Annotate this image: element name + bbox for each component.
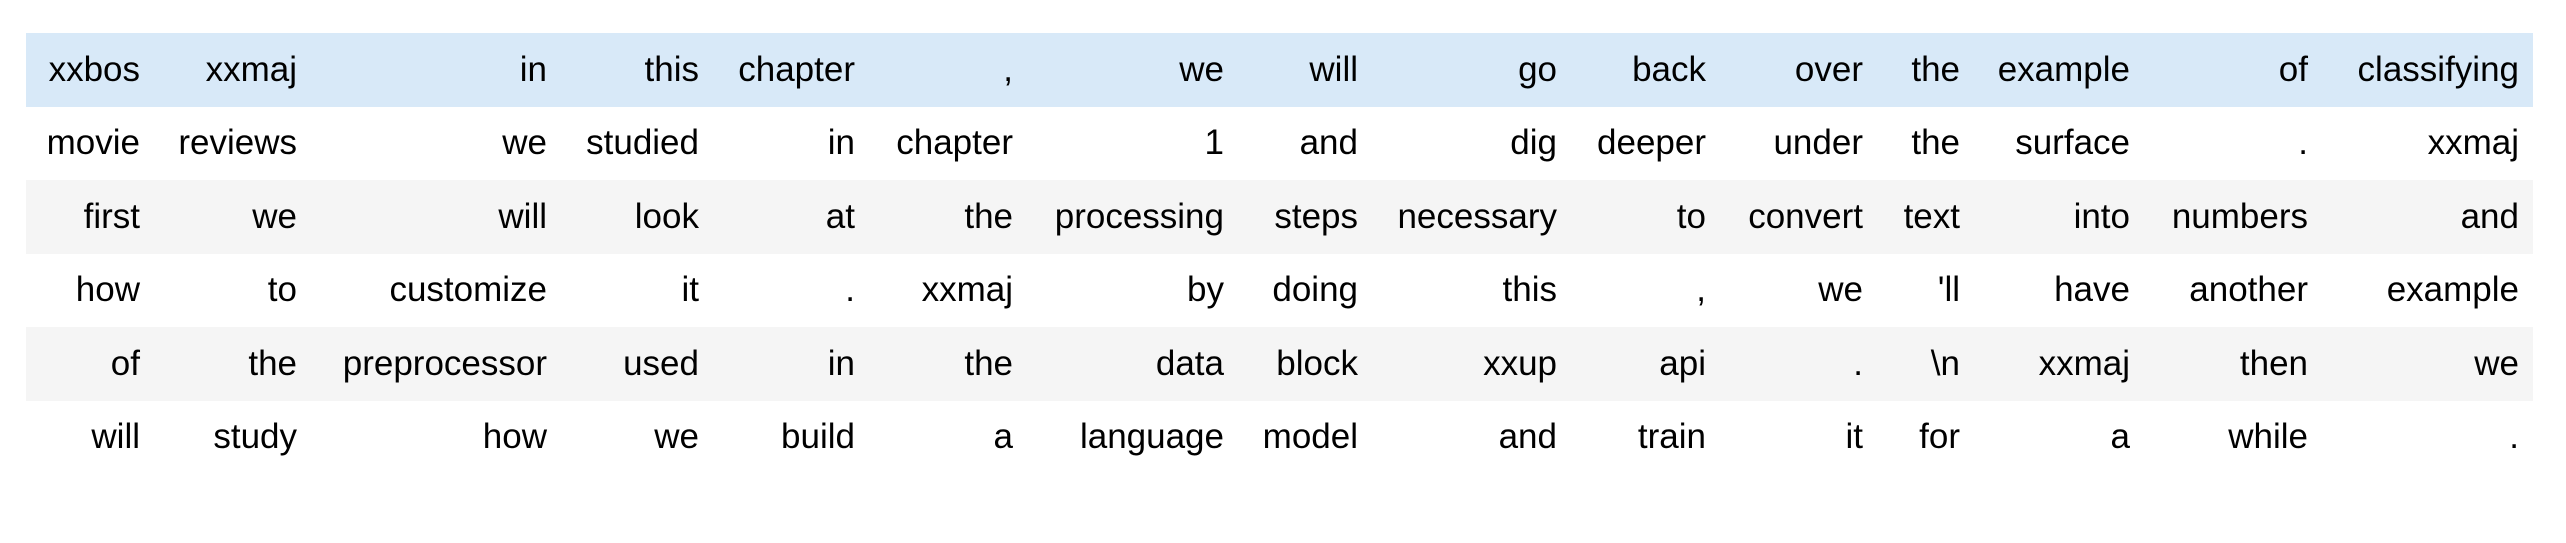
token-cell: over	[1794, 49, 1863, 89]
token-cell: xxmaj	[921, 270, 1013, 309]
token-cell: customize	[389, 270, 547, 309]
table-row: movie reviews we studied in chapter 1 and dig dee…	[26, 106, 2533, 180]
token-cell: numbers	[2171, 196, 2308, 236]
token-cell: the	[964, 343, 1013, 383]
token-cell: the	[248, 343, 297, 383]
token-cell: will	[91, 417, 140, 456]
token-cell: we	[502, 123, 547, 162]
token-cell: then	[2239, 343, 2308, 383]
token-cell: it	[681, 270, 700, 309]
token-cell: and	[1498, 417, 1557, 456]
token-cell: we	[1179, 49, 1224, 89]
token-cell: chapter	[896, 123, 1013, 162]
token-cell: build	[781, 417, 855, 456]
token-cell: convert	[1748, 196, 1863, 236]
token-cell: how	[75, 270, 140, 309]
token-cell: how	[482, 417, 547, 456]
token-cell: of	[2278, 49, 2308, 89]
token-cell: preprocessor	[342, 343, 547, 383]
token-cell: the	[1911, 49, 1960, 89]
token-cell: studied	[586, 123, 699, 162]
token-cell: used	[623, 343, 699, 383]
token-cell: dig	[1510, 123, 1557, 162]
table-row: xxbos xxmaj in this chapter, we will go back over…	[26, 33, 2533, 107]
token-cell: 'll	[1937, 270, 1960, 309]
token-cell: movie	[46, 123, 140, 162]
token-cell: classifying	[2357, 49, 2519, 89]
token-cell: .	[2509, 417, 2519, 456]
token-cell: .	[1853, 343, 1863, 383]
token-cell: will	[498, 196, 547, 236]
token-cell: this	[1502, 270, 1557, 309]
token-cell: by	[1187, 270, 1224, 309]
token-cell: and	[1299, 123, 1358, 162]
token-cell: it	[1845, 417, 1864, 456]
token-cell: while	[2228, 417, 2308, 456]
token-cell: we	[654, 417, 699, 456]
token-cell: .	[2298, 123, 2308, 162]
token-cell: xxmaj	[205, 49, 297, 89]
token-cell: deeper	[1597, 123, 1706, 162]
token-cell: doing	[1272, 270, 1358, 309]
table-row: will study how we build a language model and trai…	[26, 400, 2533, 474]
table-row: first we will look at the processing steps neces…	[26, 180, 2533, 254]
token-cell: look	[634, 196, 699, 236]
token-cell: we	[252, 196, 297, 236]
token-cell: steps	[1274, 196, 1358, 236]
token-cell: reviews	[178, 123, 297, 162]
token-cell: under	[1773, 123, 1863, 162]
token-cell: first	[83, 196, 140, 236]
token-cell: xxup	[1483, 343, 1557, 383]
token-cell: to	[267, 270, 297, 309]
token-cell: ,	[1696, 270, 1706, 309]
token-cell: study	[213, 417, 297, 456]
token-cell: .	[845, 270, 855, 309]
token-cell: example	[1997, 49, 2130, 89]
token-cell: data	[1155, 343, 1224, 383]
token-cell: have	[2054, 270, 2130, 309]
token-cell: train	[1637, 417, 1706, 456]
token-cell: ,	[1003, 49, 1013, 89]
token-cell: xxmaj	[2427, 123, 2519, 162]
token-cell: into	[2073, 196, 2130, 236]
token-cell: we	[2474, 343, 2519, 383]
token-cell: this	[644, 49, 699, 89]
token-cell: example	[2386, 270, 2519, 309]
token-cell: and	[2460, 196, 2519, 236]
token-cell: the	[964, 196, 1013, 236]
token-cell: go	[1518, 49, 1557, 89]
token-cell: in	[827, 343, 855, 383]
token-cell: necessary	[1397, 196, 1557, 236]
token-cell: language	[1079, 417, 1224, 456]
token-table-body: xxbos xxmaj in this chapter, we will go back over…	[26, 33, 2533, 474]
token-cell: block	[1276, 343, 1358, 383]
token-cell: at	[825, 196, 855, 236]
token-batch-table: xxbos xxmaj in this chapter, we will go back over…	[26, 33, 2533, 474]
token-cell: 1	[1204, 123, 1224, 162]
token-cell: the	[1911, 123, 1960, 162]
token-cell: processing	[1054, 196, 1224, 236]
table-row: how to customize it. xxmaj by doing this, we 'll h…	[26, 253, 2533, 327]
token-cell: to	[1676, 196, 1706, 236]
token-cell: xxmaj	[2038, 343, 2130, 383]
token-cell: model	[1262, 417, 1358, 456]
token-cell: a	[2110, 417, 2130, 456]
token-cell: for	[1919, 417, 1960, 456]
token-cell: \n	[1930, 343, 1960, 383]
token-cell: another	[2189, 270, 2308, 309]
token-cell: we	[1818, 270, 1863, 309]
table-row: of the preprocessor used in the data block xxup a…	[26, 327, 2533, 401]
token-cell: in	[519, 49, 547, 89]
token-cell: xxbos	[48, 49, 140, 89]
token-cell: surface	[2015, 123, 2130, 162]
token-cell: chapter	[738, 49, 855, 89]
token-cell: back	[1632, 49, 1706, 89]
token-cell: api	[1659, 343, 1706, 383]
token-cell: in	[827, 123, 855, 162]
token-cell: will	[1309, 49, 1358, 89]
token-cell: a	[993, 417, 1013, 456]
token-cell: text	[1903, 196, 1960, 236]
token-cell: of	[110, 343, 140, 383]
